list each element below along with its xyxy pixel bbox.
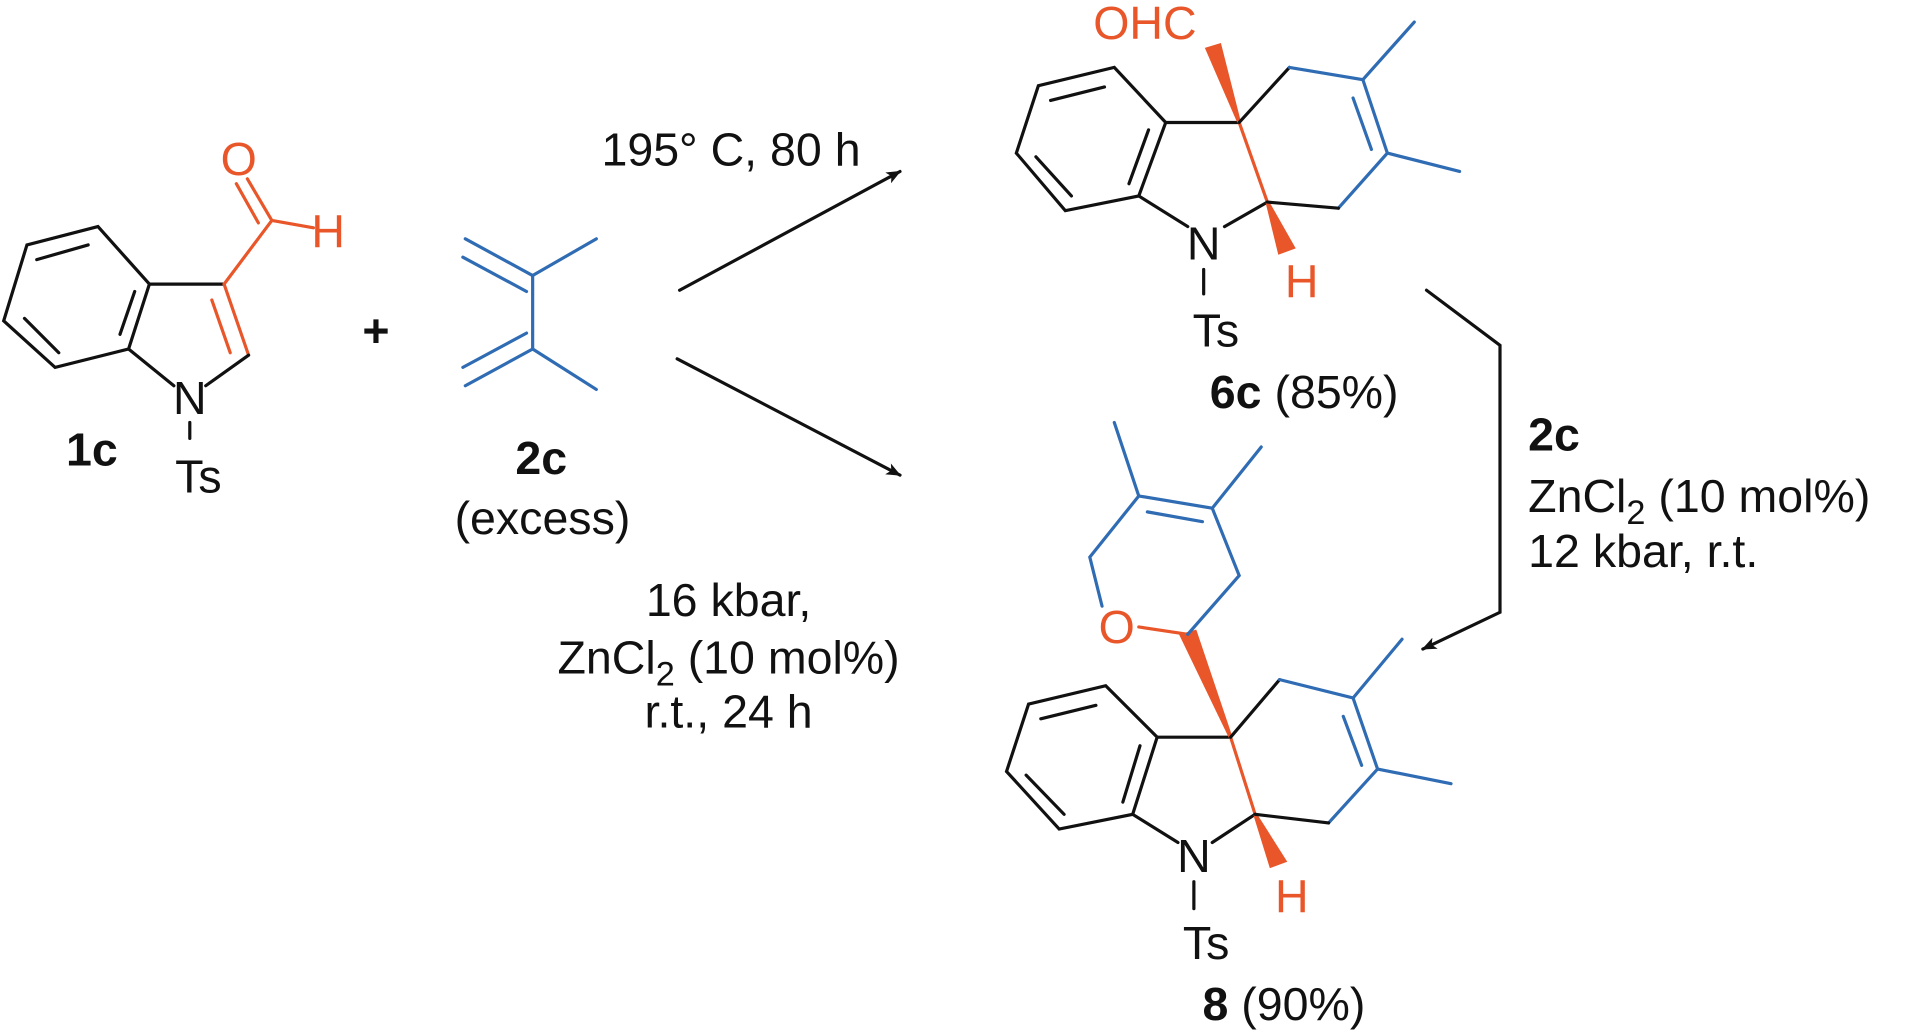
atom-O: O (1099, 601, 1135, 653)
compound-label-8: 8 (90%) (1202, 978, 1365, 1030)
molecule-2c: 2c (excess) (455, 237, 631, 544)
lower-conditions-line2: ZnCl2 (10 mol%) (557, 632, 899, 694)
plus-sign: + (362, 305, 389, 357)
atom-OHC: OHC (1093, 0, 1196, 49)
atom-Ts: Ts (1193, 305, 1240, 357)
lower-conditions-line1: 16 kbar, (646, 574, 812, 626)
atom-Ts: Ts (175, 450, 222, 502)
side-reagent: 2c (1528, 409, 1580, 461)
atom-H: H (1285, 256, 1319, 308)
compound-label-6c: 6c (85%) (1210, 366, 1399, 418)
atom-N: N (1177, 830, 1211, 882)
lower-conditions: 16 kbar, ZnCl2 (10 mol%) r.t., 24 h (557, 574, 899, 737)
molecule-8: O N H Ts 8 (90%) (1004, 420, 1453, 1030)
atom-Ts: Ts (1183, 917, 1230, 969)
lower-conditions-line3: r.t., 24 h (645, 685, 813, 737)
lower-reaction-arrow (675, 357, 902, 477)
atom-H: H (311, 205, 345, 257)
compound-label-2c: 2c (515, 432, 567, 484)
atom-N: N (1187, 218, 1221, 270)
molecule-6c: OHC N H Ts 6c (85%) (1014, 0, 1462, 418)
excess-note: (excess) (455, 492, 631, 544)
compound-label-1c: 1c (66, 423, 118, 475)
side-conditions-line3: 12 kbar, r.t. (1528, 525, 1758, 577)
atom-H: H (1275, 870, 1309, 922)
atom-O: O (221, 133, 257, 185)
upper-conditions: 195° C, 80 h (601, 123, 860, 175)
side-conditions-line2: ZnCl2 (10 mol%) (1528, 470, 1870, 532)
upper-reaction-arrow (678, 169, 902, 292)
side-conditions: 2c ZnCl2 (10 mol%) 12 kbar, r.t. (1528, 409, 1870, 577)
molecule-1c: O H N Ts 1c (1, 133, 345, 502)
atom-N: N (173, 372, 207, 424)
side-reaction-arrow (1421, 288, 1502, 651)
